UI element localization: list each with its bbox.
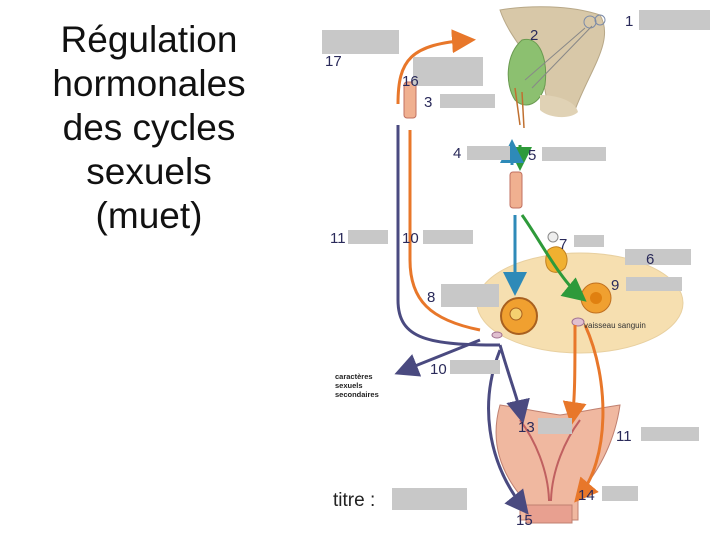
caracteres-line-1: caractères [335, 372, 373, 381]
feedback-arrow-top [396, 29, 476, 105]
pituitary-cell [545, 231, 568, 273]
answer-box-11a[interactable] [348, 230, 388, 244]
follicle [500, 297, 538, 335]
label-10b: 10 [430, 361, 447, 378]
label-11b: 11 [616, 428, 632, 445]
title-line-3: des cycles [62, 107, 236, 148]
caracteres-line-2: sexuels [335, 381, 363, 390]
label-8: 8 [427, 289, 435, 306]
answer-boxes [322, 10, 710, 510]
label-10a: 10 [402, 230, 419, 247]
answer-box-17[interactable] [322, 30, 399, 54]
answer-box-3[interactable] [440, 94, 495, 108]
label-14: 14 [578, 487, 595, 504]
label-15: 15 [516, 512, 533, 529]
answer-box-4[interactable] [467, 146, 510, 160]
green-arrow-down [520, 214, 587, 302]
hormone-tube-upper [403, 81, 417, 119]
title-line-4: sexuels [86, 151, 212, 192]
label-13: 13 [518, 419, 535, 436]
vaisseau-sanguin-label: vaisseau sanguin [584, 321, 646, 330]
answer-box-11b[interactable] [641, 427, 699, 441]
label-5: 5 [528, 147, 536, 164]
orange-arrow-left [408, 130, 481, 332]
hormone-tube-middle [509, 171, 523, 209]
label-2: 2 [530, 27, 538, 44]
answer-box-8[interactable] [441, 284, 499, 307]
orange-arrow-uterus [562, 324, 587, 426]
answer-box-1[interactable] [639, 10, 710, 30]
answer-box-10b[interactable] [450, 360, 500, 374]
titre-label: titre : [333, 490, 375, 511]
answer-box-14[interactable] [602, 486, 638, 501]
label-11a: 11 [330, 230, 346, 247]
label-4: 4 [453, 145, 461, 162]
arrow-caracteres [394, 338, 481, 377]
title-line-1: Régulation [60, 19, 238, 60]
purple-arrow-left [396, 125, 501, 347]
answer-box-13[interactable] [538, 418, 572, 434]
caracteres-line-3: secondaires [335, 390, 379, 399]
answer-box-titre[interactable] [392, 488, 467, 510]
label-9: 9 [611, 277, 619, 294]
label-17: 17 [325, 53, 342, 70]
purple-arrow-uterus [498, 344, 530, 424]
answer-box-7[interactable] [574, 235, 604, 247]
answer-box-9[interactable] [626, 277, 682, 291]
label-7: 7 [559, 236, 567, 253]
label-1: 1 [625, 13, 633, 30]
title-line-2: hormonales [52, 63, 246, 104]
blood-vessel-marker-left [491, 331, 503, 339]
answer-box-5[interactable] [542, 147, 606, 161]
label-3: 3 [424, 94, 432, 111]
blood-vessel-marker [571, 317, 585, 327]
corpus-luteum [580, 282, 612, 314]
answer-box-6[interactable] [625, 249, 691, 265]
label-6: 6 [646, 251, 654, 268]
title-line-5: (muet) [95, 195, 203, 236]
answer-box-16[interactable] [413, 57, 483, 86]
answer-box-10a[interactable] [423, 230, 473, 244]
hypothalamus-pituitary [499, 6, 606, 129]
orange-arrow-cervix [574, 324, 605, 503]
page-title: Régulation hormonales des cycles sexuels… [18, 18, 280, 238]
label-16: 16 [402, 73, 419, 90]
